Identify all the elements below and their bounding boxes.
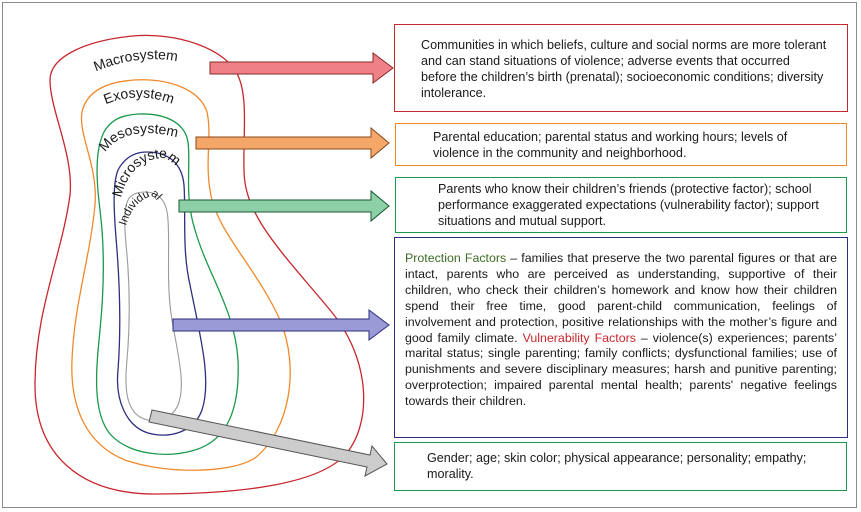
micro-arrow	[172, 309, 390, 341]
microsystem-outline	[113, 151, 207, 436]
individual-box: Gender; age; skin color; physical appear…	[394, 442, 847, 491]
macrosystem-box: Communities in which beliefs, culture an…	[394, 24, 848, 112]
microsystem-box: Protection Factors – families that prese…	[394, 237, 848, 438]
mesosystem-outline	[95, 113, 239, 455]
macrosystem-label: Macrosystem	[91, 46, 179, 74]
exosystem-text: Parental education; parental status and …	[433, 130, 788, 160]
meso-arrow	[178, 189, 390, 223]
vulnerability-factors-label: Vulnerability Factors	[522, 330, 636, 345]
protection-factors-text: – families that preserve the two parenta…	[405, 251, 837, 345]
mesosystem-box: Parents who know their children’s friend…	[395, 177, 847, 233]
exosystem-box: Parental education; parental status and …	[395, 123, 847, 166]
microsystem-text: Protection Factors – families that prese…	[405, 251, 837, 410]
macrosystem-text: Communities in which beliefs, culture an…	[421, 38, 827, 100]
individual-arrow	[148, 409, 388, 477]
exosystem-outline	[71, 79, 291, 471]
protection-factors-label: Protection Factors	[405, 251, 507, 265]
individual-text: Gender; age; skin color; physical appear…	[427, 451, 807, 481]
mesosystem-label: Mesosystem	[95, 120, 180, 154]
mesosystem-text: Parents who know their children’s friend…	[438, 182, 819, 228]
exo-arrow	[195, 126, 390, 160]
macro-arrow	[209, 52, 394, 84]
individual-outline	[124, 191, 182, 422]
vulnerability-factors-text: – violence(s) experiences; parents’ mari…	[405, 330, 837, 409]
exosystem-label: Exosystem	[101, 84, 176, 107]
